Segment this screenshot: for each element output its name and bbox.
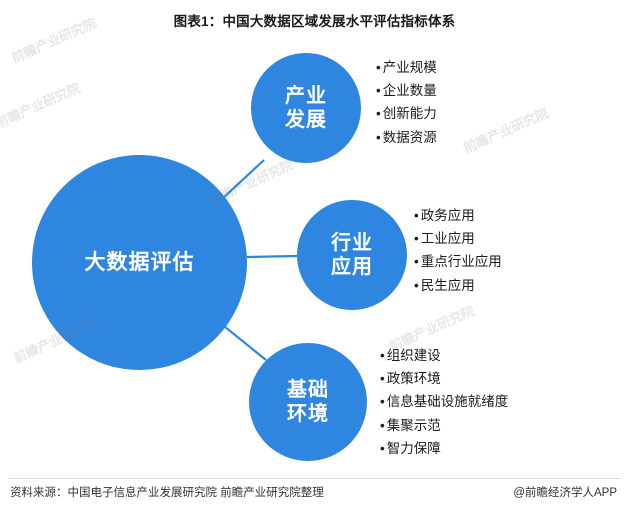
node-industry: 产业 发展: [251, 53, 361, 163]
node-application-label-2: 应用: [331, 256, 373, 278]
bullets-application: 政务应用 工业应用 重点行业应用 民生应用: [414, 204, 502, 297]
node-application-label-1: 行业: [331, 231, 373, 254]
bullet-item: 产业规模: [376, 56, 437, 79]
node-foundation-label-1: 基础: [287, 378, 329, 401]
bullet-item: 信息基础设施就绪度: [380, 390, 509, 413]
bullet-item: 创新能力: [376, 102, 437, 125]
bullet-item: 重点行业应用: [414, 250, 502, 273]
bullets-foundation: 组织建设 政策环境 信息基础设施就绪度 集聚示范 智力保障: [380, 344, 509, 460]
bullet-item: 工业应用: [414, 227, 502, 250]
node-industry-label-1: 产业: [285, 84, 327, 107]
node-industry-label-2: 发展: [285, 109, 327, 131]
bullet-item: 集聚示范: [380, 414, 508, 437]
bullet-item: 数据资源: [376, 126, 437, 149]
bullet-item: 组织建设: [380, 344, 508, 367]
node-root: 大数据评估: [32, 155, 247, 370]
page-title: 图表1：中国大数据区域发展水平评估指标体系: [173, 14, 456, 29]
node-foundation: 基础 环境: [249, 343, 367, 461]
brand-note: @前瞻经济学人APP: [513, 487, 617, 499]
bullet-item: 企业数量: [376, 79, 437, 102]
bullets-industry: 产业规模 企业数量 创新能力 数据资源: [376, 56, 437, 149]
source-note: 资料来源：中国电子信息产业发展研究院 前瞻产业研究院整理: [10, 487, 324, 499]
node-foundation-label-2: 环境: [287, 403, 329, 425]
bullet-item: 民生应用: [414, 274, 502, 297]
footer-divider: [8, 478, 621, 479]
node-application: 行业 应用: [297, 200, 407, 310]
bullet-item: 政策环境: [380, 367, 508, 390]
bullet-item: 智力保障: [380, 437, 508, 460]
bullet-item: 政务应用: [414, 204, 502, 227]
node-root-label: 大数据评估: [84, 250, 195, 274]
